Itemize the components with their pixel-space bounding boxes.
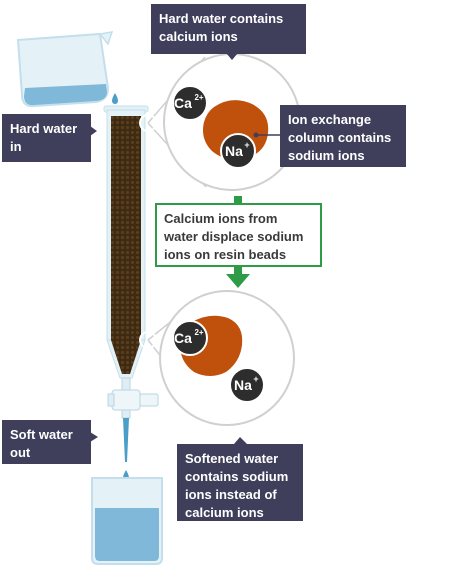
label-soft-out-line2: out bbox=[10, 445, 31, 460]
ion-exchange-column bbox=[103, 105, 149, 379]
label-soft-out-line1: Soft water bbox=[10, 427, 73, 442]
label-soft-water-out: Soft water out bbox=[2, 420, 91, 464]
label-ion-col-line2: column contains bbox=[288, 130, 392, 145]
label-top-line2: calcium ions bbox=[159, 29, 238, 44]
collecting-beaker bbox=[91, 477, 163, 565]
process-line3: ions on resin beads bbox=[164, 247, 287, 262]
sodium-symbol-top: Na bbox=[225, 143, 243, 159]
process-description-box: Calcium ions from water displace sodium … bbox=[155, 203, 322, 267]
callout-tail-hard-in bbox=[90, 126, 97, 136]
label-ion-exchange-column: Ion exchange column contains sodium ions bbox=[280, 105, 406, 167]
sodium-charge-top: + bbox=[244, 140, 249, 150]
tap bbox=[107, 377, 159, 419]
label-hard-in-line1: Hard water bbox=[10, 121, 78, 136]
sodium-ion-bottom: Na + bbox=[229, 367, 265, 403]
process-line2: water displace sodium bbox=[164, 229, 304, 244]
process-arrow bbox=[226, 196, 250, 288]
magnifier-top bbox=[139, 53, 301, 191]
label-softened-water: Softened water contains sodium ions inst… bbox=[177, 444, 303, 521]
calcium-symbol-top: Ca bbox=[174, 95, 192, 111]
magnifier-bottom bbox=[139, 290, 295, 426]
label-ion-col-line3: sodium ions bbox=[288, 148, 365, 163]
process-line1: Calcium ions from bbox=[164, 211, 278, 226]
resin-beads bbox=[111, 116, 141, 340]
label-ion-col-line1: Ion exchange bbox=[288, 112, 372, 127]
sodium-symbol-bottom: Na bbox=[234, 377, 252, 393]
label-hard-water-contains: Hard water contains calcium ions bbox=[151, 4, 306, 54]
label-softened-line4: calcium ions bbox=[185, 505, 264, 520]
pouring-beaker bbox=[16, 31, 114, 108]
label-softened-line3: ions instead of bbox=[185, 487, 277, 502]
callout-tail-softened bbox=[234, 437, 247, 444]
water-stream-out bbox=[123, 418, 129, 462]
callout-tail-top bbox=[226, 53, 238, 60]
label-top-line1: Hard water contains bbox=[159, 11, 284, 26]
label-hard-water-in: Hard water in bbox=[2, 114, 91, 162]
calcium-charge-bottom: 2+ bbox=[194, 328, 203, 337]
label-softened-line1: Softened water bbox=[185, 451, 279, 466]
callout-tail-soft-out bbox=[90, 432, 98, 442]
calcium-symbol-bottom: Ca bbox=[174, 330, 192, 346]
calcium-charge-top: 2+ bbox=[194, 93, 203, 102]
water-drop-in bbox=[112, 93, 118, 104]
label-hard-in-line2: in bbox=[10, 139, 22, 154]
sodium-charge-bottom: + bbox=[253, 374, 258, 384]
calcium-ion-top: Ca 2+ bbox=[172, 85, 208, 121]
label-softened-line2: contains sodium bbox=[185, 469, 289, 484]
sodium-ion-top: Na + bbox=[220, 133, 256, 169]
calcium-ion-bottom: Ca 2+ bbox=[172, 320, 208, 356]
